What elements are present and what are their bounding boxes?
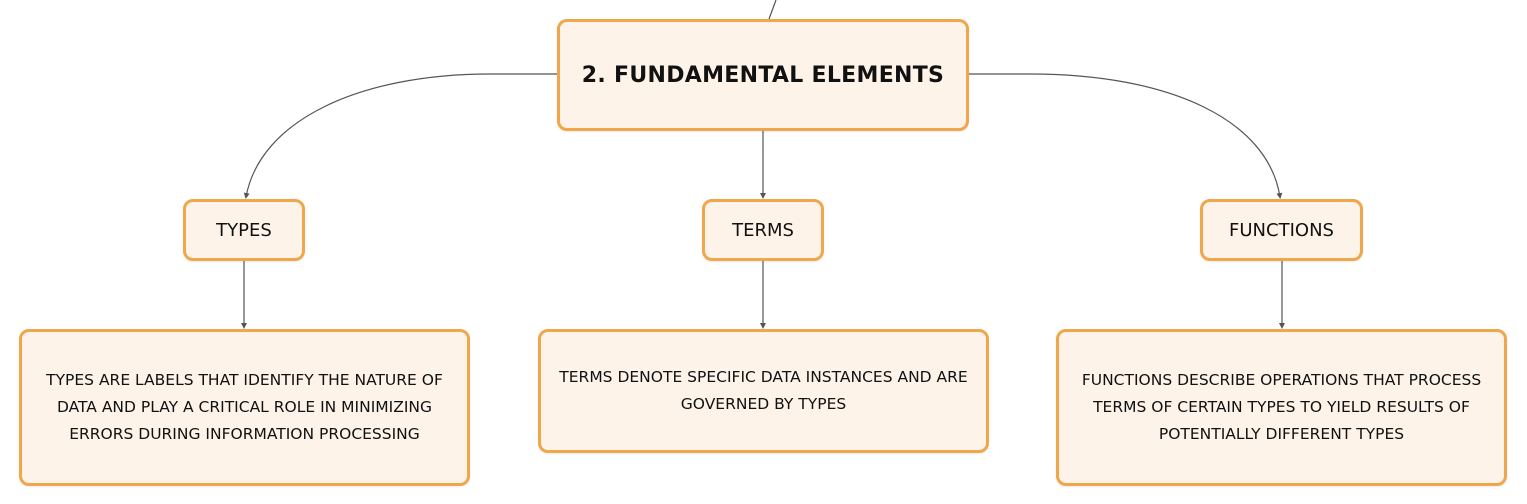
root-node-fundamental-elements[interactable]: 2. FUNDAMENTAL ELEMENTS (557, 19, 969, 131)
connector-root-to-types (243, 73, 557, 199)
category-node-label: FUNCTIONS (1229, 219, 1334, 241)
connector-root-to-functions (969, 73, 1283, 199)
description-node-types[interactable]: TYPES ARE LABELS THAT IDENTIFY THE NATUR… (19, 329, 470, 486)
description-node-functions[interactable]: FUNCTIONS DESCRIBE OPERATIONS THAT PROCE… (1056, 329, 1507, 486)
category-node-terms[interactable]: TERMS (702, 199, 824, 261)
category-node-types[interactable]: TYPES (183, 199, 305, 261)
category-node-label: TERMS (732, 219, 794, 241)
category-node-label: TYPES (216, 219, 272, 241)
description-text: TYPES ARE LABELS THAT IDENTIFY THE NATUR… (46, 371, 443, 443)
description-node-terms[interactable]: TERMS DENOTE SPECIFIC DATA INSTANCES AND… (538, 329, 989, 453)
root-node-label: 2. FUNDAMENTAL ELEMENTS (581, 62, 945, 88)
category-node-functions[interactable]: FUNCTIONS (1200, 199, 1363, 261)
description-text: FUNCTIONS DESCRIBE OPERATIONS THAT PROCE… (1081, 371, 1482, 443)
connector-parent-to-root (768, 0, 777, 20)
description-text: TERMS DENOTE SPECIFIC DATA INSTANCES AND… (559, 368, 968, 413)
